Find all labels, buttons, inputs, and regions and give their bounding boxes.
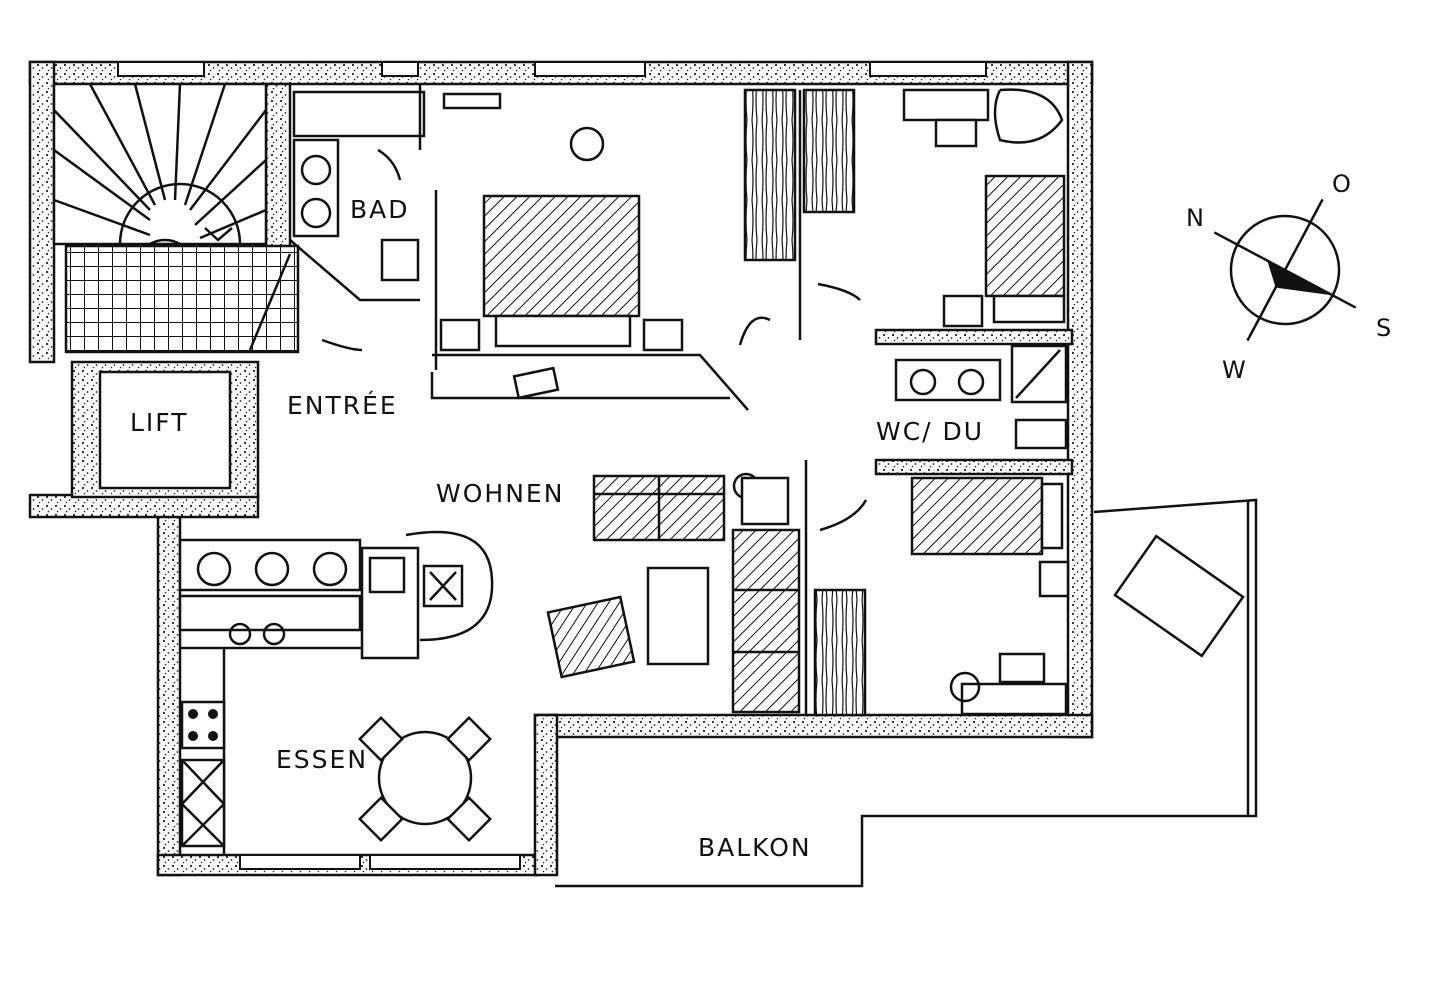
- entrance-hall: ENTRÉE: [248, 253, 398, 420]
- compass-rose: [1213, 198, 1357, 342]
- room-label-bad: BAD: [350, 195, 410, 224]
- living-room: WOHNEN: [436, 472, 801, 714]
- room-label-wc-du: WC/ DU: [876, 417, 984, 446]
- compass-north: N: [1186, 204, 1204, 232]
- kitchen: [178, 530, 494, 855]
- dining-area: ESSEN: [276, 716, 492, 842]
- room-label-entree: ENTRÉE: [287, 391, 398, 420]
- bedroom-2: [902, 88, 1066, 328]
- bedroom-3: [804, 460, 1070, 717]
- room-label-lift: LIFT: [130, 408, 189, 437]
- room-label-balkon: BALKON: [698, 833, 812, 862]
- exterior-walls: [28, 60, 1094, 877]
- bedroom-1: [430, 88, 861, 411]
- compass-east: O: [1332, 170, 1351, 198]
- compass-west: W: [1222, 356, 1246, 384]
- staircase: [52, 82, 300, 354]
- bathroom: BAD: [289, 84, 438, 370]
- compass-south: S: [1376, 314, 1391, 342]
- lift-shaft: LIFT: [70, 360, 260, 499]
- room-label-wohnen: WOHNEN: [436, 479, 564, 508]
- room-label-essen: ESSEN: [276, 745, 368, 774]
- windows: [117, 61, 987, 870]
- balcony: BALKON: [555, 498, 1258, 888]
- wc-shower: WC/ DU: [874, 328, 1074, 476]
